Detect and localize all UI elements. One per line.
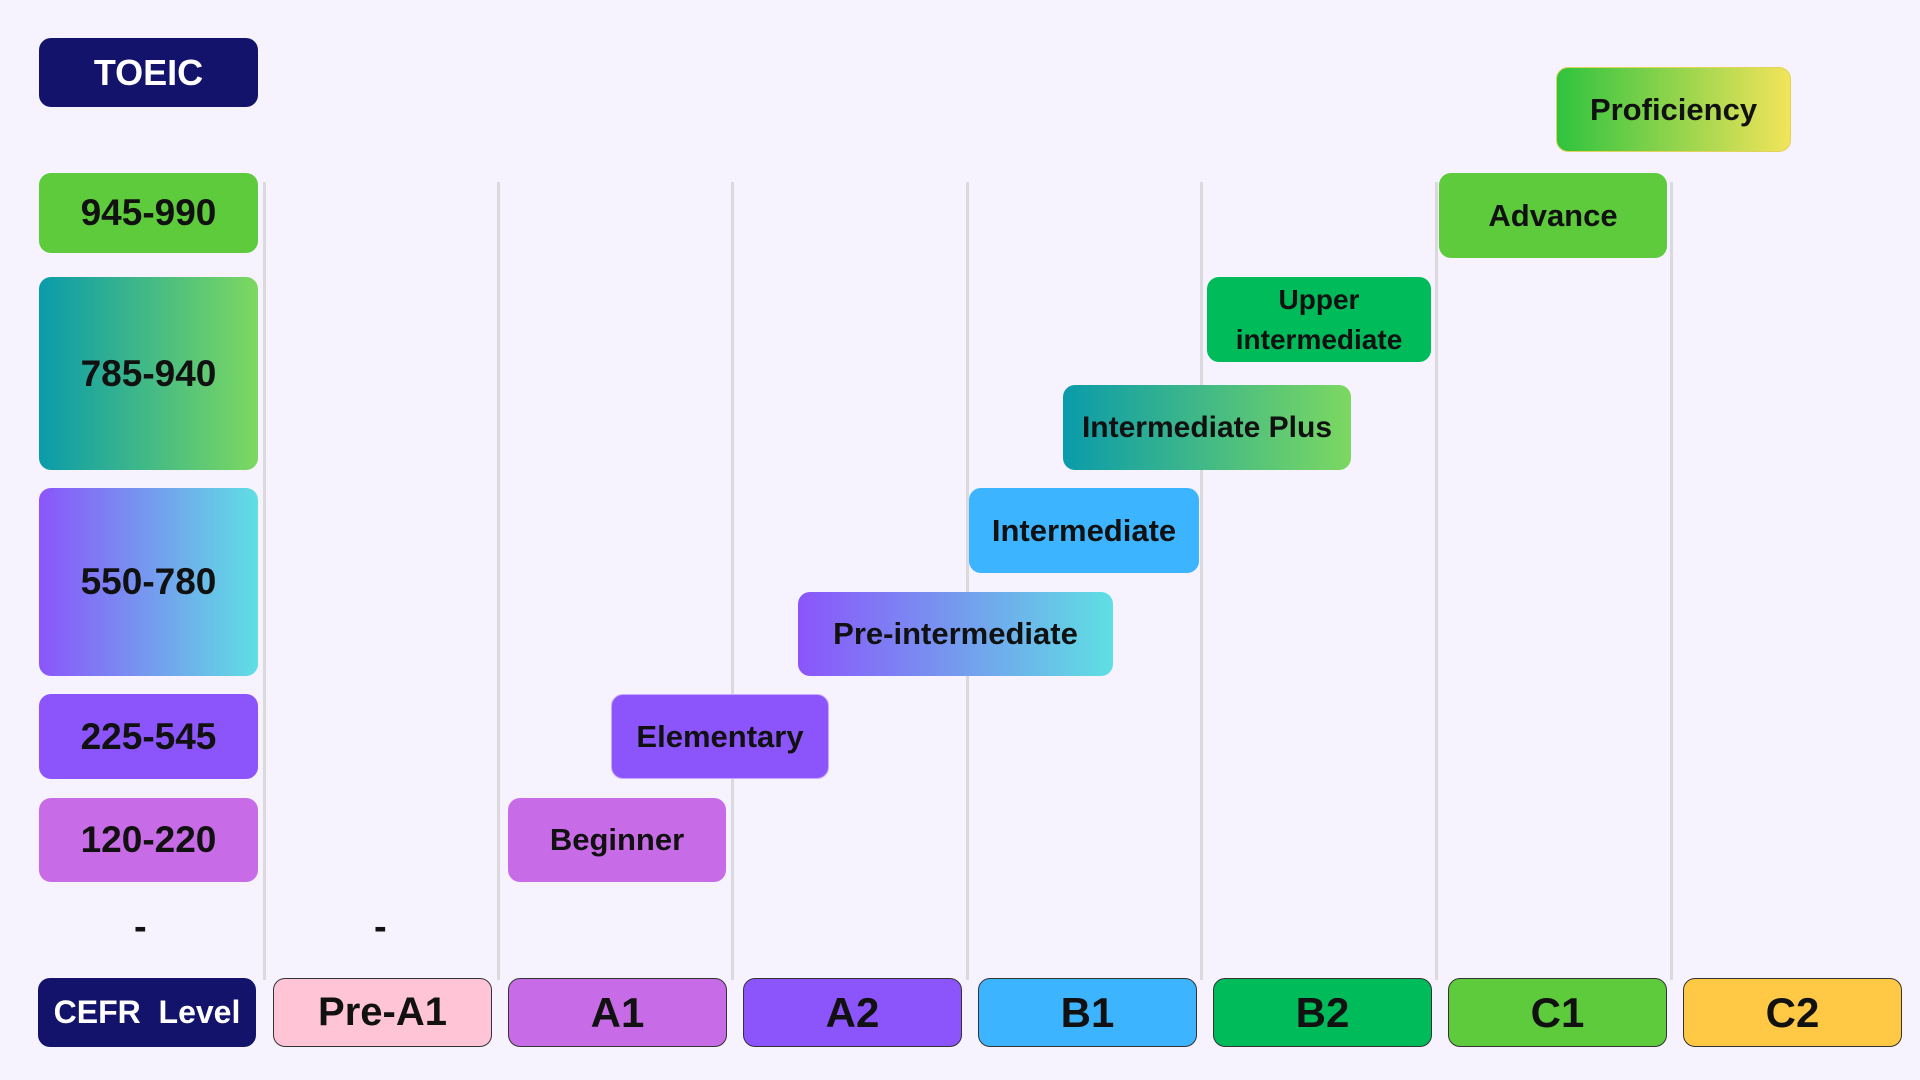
- level-upper-intermediate: Upper intermediate: [1207, 277, 1431, 362]
- column-divider: [1435, 182, 1438, 980]
- cefr-b1: B1: [978, 978, 1197, 1047]
- score-band-none: -: [134, 906, 147, 948]
- score-band-550-780: 550-780: [39, 488, 258, 676]
- score-band-120-220: 120-220: [39, 798, 258, 882]
- level-pre-intermediate: Pre-intermediate: [798, 592, 1113, 676]
- pre-a1-level-none: -: [374, 906, 387, 948]
- level-advance: Advance: [1439, 173, 1667, 258]
- column-divider: [497, 182, 500, 980]
- cefr-b2: B2: [1213, 978, 1432, 1047]
- level-intermediate: Intermediate: [969, 488, 1199, 573]
- level-elementary: Elementary: [611, 694, 829, 779]
- cefr-a1: A1: [508, 978, 727, 1047]
- column-divider: [1200, 182, 1203, 980]
- column-divider: [966, 182, 969, 980]
- level-beginner: Beginner: [508, 798, 726, 882]
- level-intermediate-plus: Intermediate Plus: [1063, 385, 1351, 470]
- level-proficiency: Proficiency: [1556, 67, 1791, 152]
- toeic-header: TOEIC: [39, 38, 258, 107]
- cefr-c1: C1: [1448, 978, 1667, 1047]
- score-band-785-940: 785-940: [39, 277, 258, 470]
- cefr-c2: C2: [1683, 978, 1902, 1047]
- score-band-945-990: 945-990: [39, 173, 258, 253]
- score-band-225-545: 225-545: [39, 694, 258, 779]
- column-divider: [263, 182, 266, 980]
- column-divider: [1670, 182, 1673, 980]
- cefr-a2: A2: [743, 978, 962, 1047]
- cefr-pre-a1: Pre-A1: [273, 978, 492, 1047]
- cefr-level-header: CEFR Level: [38, 978, 256, 1047]
- column-divider: [731, 182, 734, 980]
